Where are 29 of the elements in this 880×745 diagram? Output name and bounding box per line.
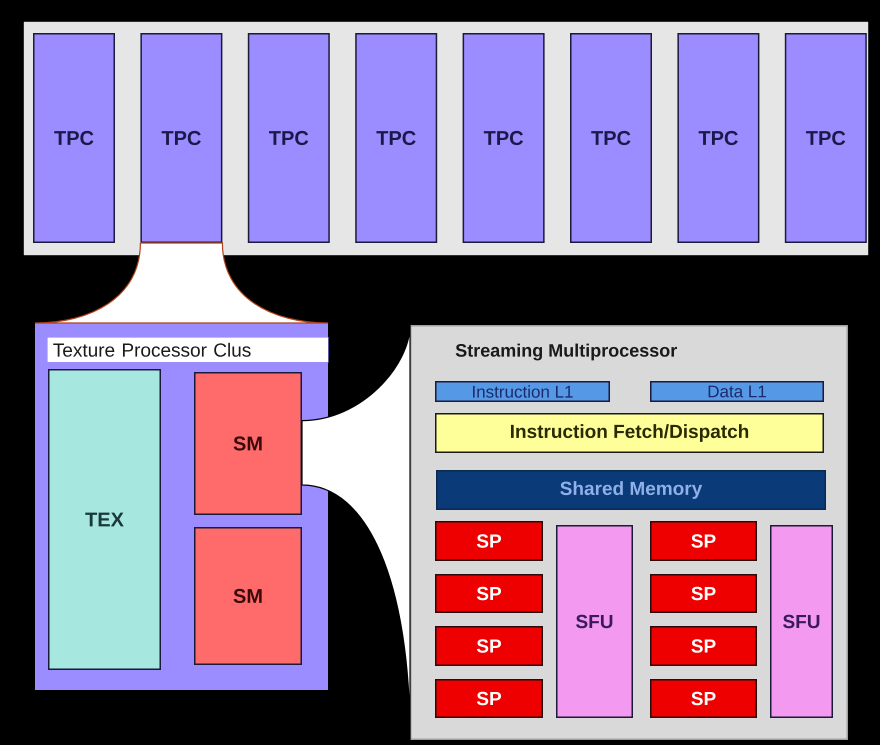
- sfu-box: SFU: [770, 525, 833, 718]
- sp-box: SP: [650, 521, 757, 561]
- tpc-box: TPC: [677, 33, 760, 243]
- tpc-box: TPC: [140, 33, 222, 243]
- tpc-box: TPC: [570, 33, 652, 243]
- zoom-connector: [301, 324, 411, 741]
- sfu-box: SFU: [556, 525, 633, 718]
- tpc-box: TPC: [784, 33, 867, 243]
- sp-box: SP: [435, 574, 543, 613]
- tpc-box: TPC: [462, 33, 545, 243]
- tpc-box: TPC: [33, 33, 115, 243]
- zoom-connector: [34, 242, 329, 324]
- cache-bar: Instruction L1: [435, 381, 610, 402]
- tex-box: TEX: [48, 369, 161, 670]
- sp-box: SP: [650, 626, 757, 666]
- sm-box: SM: [194, 372, 302, 515]
- sm-box: SM: [194, 527, 302, 665]
- shared-memory-bar: Shared Memory: [436, 470, 826, 510]
- sp-box: SP: [650, 574, 757, 613]
- dispatch-bar: Instruction Fetch/Dispatch: [435, 413, 824, 453]
- panel-title: Streaming Multiprocessor: [456, 344, 677, 360]
- sp-box: SP: [435, 626, 543, 666]
- panel-header: Texture Processor Clus: [47, 337, 329, 363]
- sp-box: SP: [650, 679, 757, 718]
- sp-box: SP: [435, 521, 543, 561]
- cache-bar: Data L1: [650, 381, 824, 402]
- tpc-box: TPC: [248, 33, 330, 243]
- tpc-box: TPC: [355, 33, 438, 243]
- sp-box: SP: [435, 679, 543, 718]
